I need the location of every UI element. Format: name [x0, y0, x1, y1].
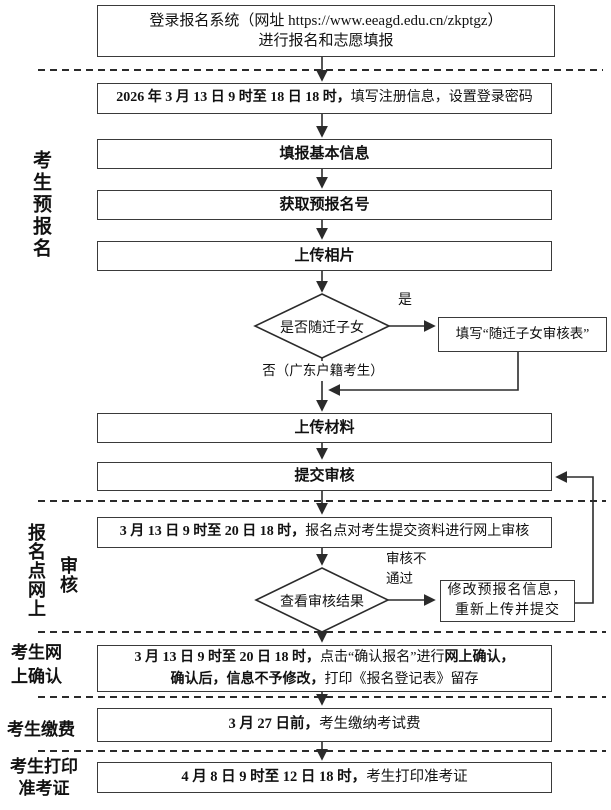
- register-info-box: 2026 年 3 月 13 日 9 时至 18 日 18 时，填写注册信息，设置…: [97, 83, 552, 114]
- review-decision-diamond-outline: [254, 567, 390, 633]
- register-info-text: 2026 年 3 月 13 日 9 时至 18 日 18 时，填写注册信息，设置…: [116, 89, 533, 108]
- basic-info-box: 填报基本信息: [97, 139, 552, 169]
- review-decision-label: 查看审核结果: [280, 595, 364, 610]
- upload-materials-text: 上传材料: [294, 419, 355, 436]
- migrant-form-box: 填写“随迁子女审核表”: [438, 317, 607, 352]
- text-segment: 3 月 13 日 9 时至 20 日 18 时，: [134, 649, 321, 665]
- text-segment: 3 月 13 日 9 时至 20 日 18 时，: [119, 524, 306, 540]
- no-branch-label: 否（广东户籍考生）: [261, 361, 385, 381]
- text-segment: 点击“确认报名”进行: [320, 649, 445, 665]
- review-fail-line: 审核不: [386, 551, 427, 566]
- text-segment: 考生打印准考证: [366, 768, 468, 785]
- migrant-decision-label: 是否随迁子女: [280, 321, 364, 336]
- text-segment: 网上确认，: [444, 649, 515, 665]
- login-system-line2: 进行报名和志愿填报: [258, 33, 394, 49]
- migrant-return-arrow: [328, 352, 519, 396]
- text-segment: 打印《报名登记表》留存: [324, 671, 479, 687]
- text-segment: 确认后，信息不予修改，: [170, 671, 325, 687]
- stage-label-print-ticket: 考生打印 准考证: [6, 756, 82, 800]
- review-fail-label: 审核不 通过: [386, 549, 427, 589]
- text-segment: 报名点对考生提交资料进行网上审核: [305, 524, 530, 540]
- text-segment: 3 月 27 日前，: [228, 716, 320, 733]
- prereg-number-text: 获取预报名号: [279, 196, 370, 213]
- site-review-box: 3 月 13 日 9 时至 20 日 18 时，报名点对考生提交资料进行网上审核: [97, 517, 552, 548]
- online-confirm-line1: 3 月 13 日 9 时至 20 日 18 时，点击“确认报名”进行网上确认，: [135, 647, 515, 669]
- stage-label-online-confirm: 考生网 上确认: [11, 641, 62, 689]
- stage-label-payment: 考生缴费: [7, 720, 75, 739]
- upload-photo-text: 上传相片: [294, 247, 355, 264]
- stage-label-preregistration: 考生预报名: [30, 150, 51, 260]
- review-fail-line: 通过: [386, 571, 413, 586]
- online-confirm-box: 3 月 13 日 9 时至 20 日 18 时，点击“确认报名”进行网上确认， …: [97, 645, 552, 692]
- upload-materials-box: 上传材料: [97, 413, 552, 443]
- text-segment: 填写注册信息，设置登录密码: [350, 90, 533, 106]
- migrant-decision-diamond-outline: [253, 293, 391, 359]
- stage-label-site-review-col2: 审核: [58, 556, 78, 594]
- text-segment: 考生缴纳考试费: [319, 716, 421, 733]
- basic-info-text: 填报基本信息: [279, 145, 370, 162]
- stage-label-line: 上确认: [11, 667, 62, 686]
- login-system-box: 登录报名系统（网址 https://www.eeagd.edu.cn/zkptg…: [97, 5, 555, 57]
- print-ticket-box: 4 月 8 日 9 时至 12 日 18 时，考生打印准考证: [97, 762, 552, 793]
- stage-label-site-review-col1: 报名点网上: [26, 523, 46, 618]
- text-segment: 2026 年 3 月 13 日 9 时至 18 日 18 时，: [116, 90, 351, 106]
- text-segment: 4 月 8 日 9 时至 12 日 18 时，: [181, 768, 367, 785]
- stage-label-line: 考生打印: [10, 757, 78, 776]
- payment-box: 3 月 27 日前，考生缴纳考试费: [97, 708, 552, 742]
- print-ticket-text: 4 月 8 日 9 时至 12 日 18 时，考生打印准考证: [181, 768, 467, 788]
- modify-resubmit-box: 修改预报名信息， 重新上传并提交: [440, 580, 575, 622]
- modify-resubmit-line2: 重新上传并提交: [455, 603, 560, 618]
- online-confirm-line2: 确认后，信息不予修改，打印《报名登记表》留存: [171, 669, 479, 691]
- submit-review-box: 提交审核: [97, 462, 552, 491]
- stage-label-line: 准考证: [18, 779, 70, 798]
- migrant-form-text: 填写“随迁子女审核表”: [455, 326, 590, 342]
- stage-label-line: 考生网: [11, 643, 62, 662]
- login-system-line1: 登录报名系统（网址 https://www.eeagd.edu.cn/zkptg…: [149, 12, 503, 29]
- upload-photo-box: 上传相片: [97, 241, 552, 271]
- site-review-text: 3 月 13 日 9 时至 20 日 18 时，报名点对考生提交资料进行网上审核: [120, 523, 530, 542]
- payment-text: 3 月 27 日前，考生缴纳考试费: [228, 715, 420, 735]
- yes-branch-label: 是: [398, 293, 412, 308]
- resubmit-feedback-arrow: [555, 471, 594, 604]
- prereg-number-box: 获取预报名号: [97, 190, 552, 220]
- modify-resubmit-line1: 修改预报名信息，: [447, 583, 568, 599]
- submit-review-text: 提交审核: [294, 468, 355, 485]
